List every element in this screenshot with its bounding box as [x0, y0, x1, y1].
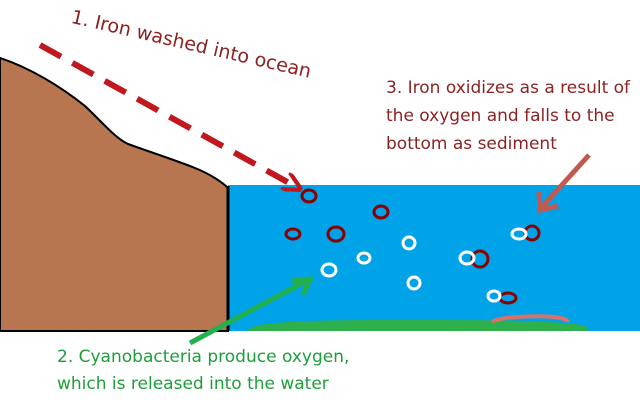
- oxygen-arrow-shaft: [188, 277, 310, 346]
- iron-particle: [470, 249, 490, 269]
- cyanobacteria-mat: [248, 320, 588, 331]
- oxygen-bubbles: [320, 227, 528, 303]
- step3-label: 3. Iron oxidizes as a result of the oxyg…: [386, 74, 630, 158]
- oxidize-arrow-head: [536, 191, 559, 214]
- iron-particle: [372, 204, 390, 220]
- step2-line-1: 2. Cyanobacteria produce oxygen,: [57, 347, 350, 367]
- oxygen-bubble: [320, 262, 338, 278]
- iron-particle: [300, 188, 318, 204]
- oxygen-bubble: [406, 275, 422, 291]
- oxidize-arrow-shaft: [540, 153, 591, 209]
- iron-particles: [284, 188, 541, 305]
- oxygen-bubble: [356, 251, 372, 265]
- oxygen-bubble: [486, 289, 502, 303]
- iron-sediment-layer: [490, 314, 570, 324]
- iron-particle: [326, 225, 346, 243]
- step2-label: 2. Cyanobacteria produce oxygen, which i…: [57, 344, 349, 398]
- oxygen-bubble: [510, 227, 528, 241]
- ocean-water: [228, 185, 640, 331]
- iron-particle: [284, 227, 302, 241]
- oxygen-bubble: [458, 250, 476, 266]
- step3-line-2: the oxygen and falls to the: [386, 106, 615, 126]
- oxygen-bubble: [401, 235, 417, 251]
- oxygen-arrow-head: [291, 276, 315, 297]
- step2-line-2: which is released into the water: [57, 374, 329, 394]
- step3-line-1: 3. Iron oxidizes as a result of: [386, 78, 631, 98]
- iron-wash-arrow: [38, 42, 300, 189]
- step3-line-3: bottom as sediment: [386, 134, 557, 154]
- land-cliff: [0, 56, 229, 332]
